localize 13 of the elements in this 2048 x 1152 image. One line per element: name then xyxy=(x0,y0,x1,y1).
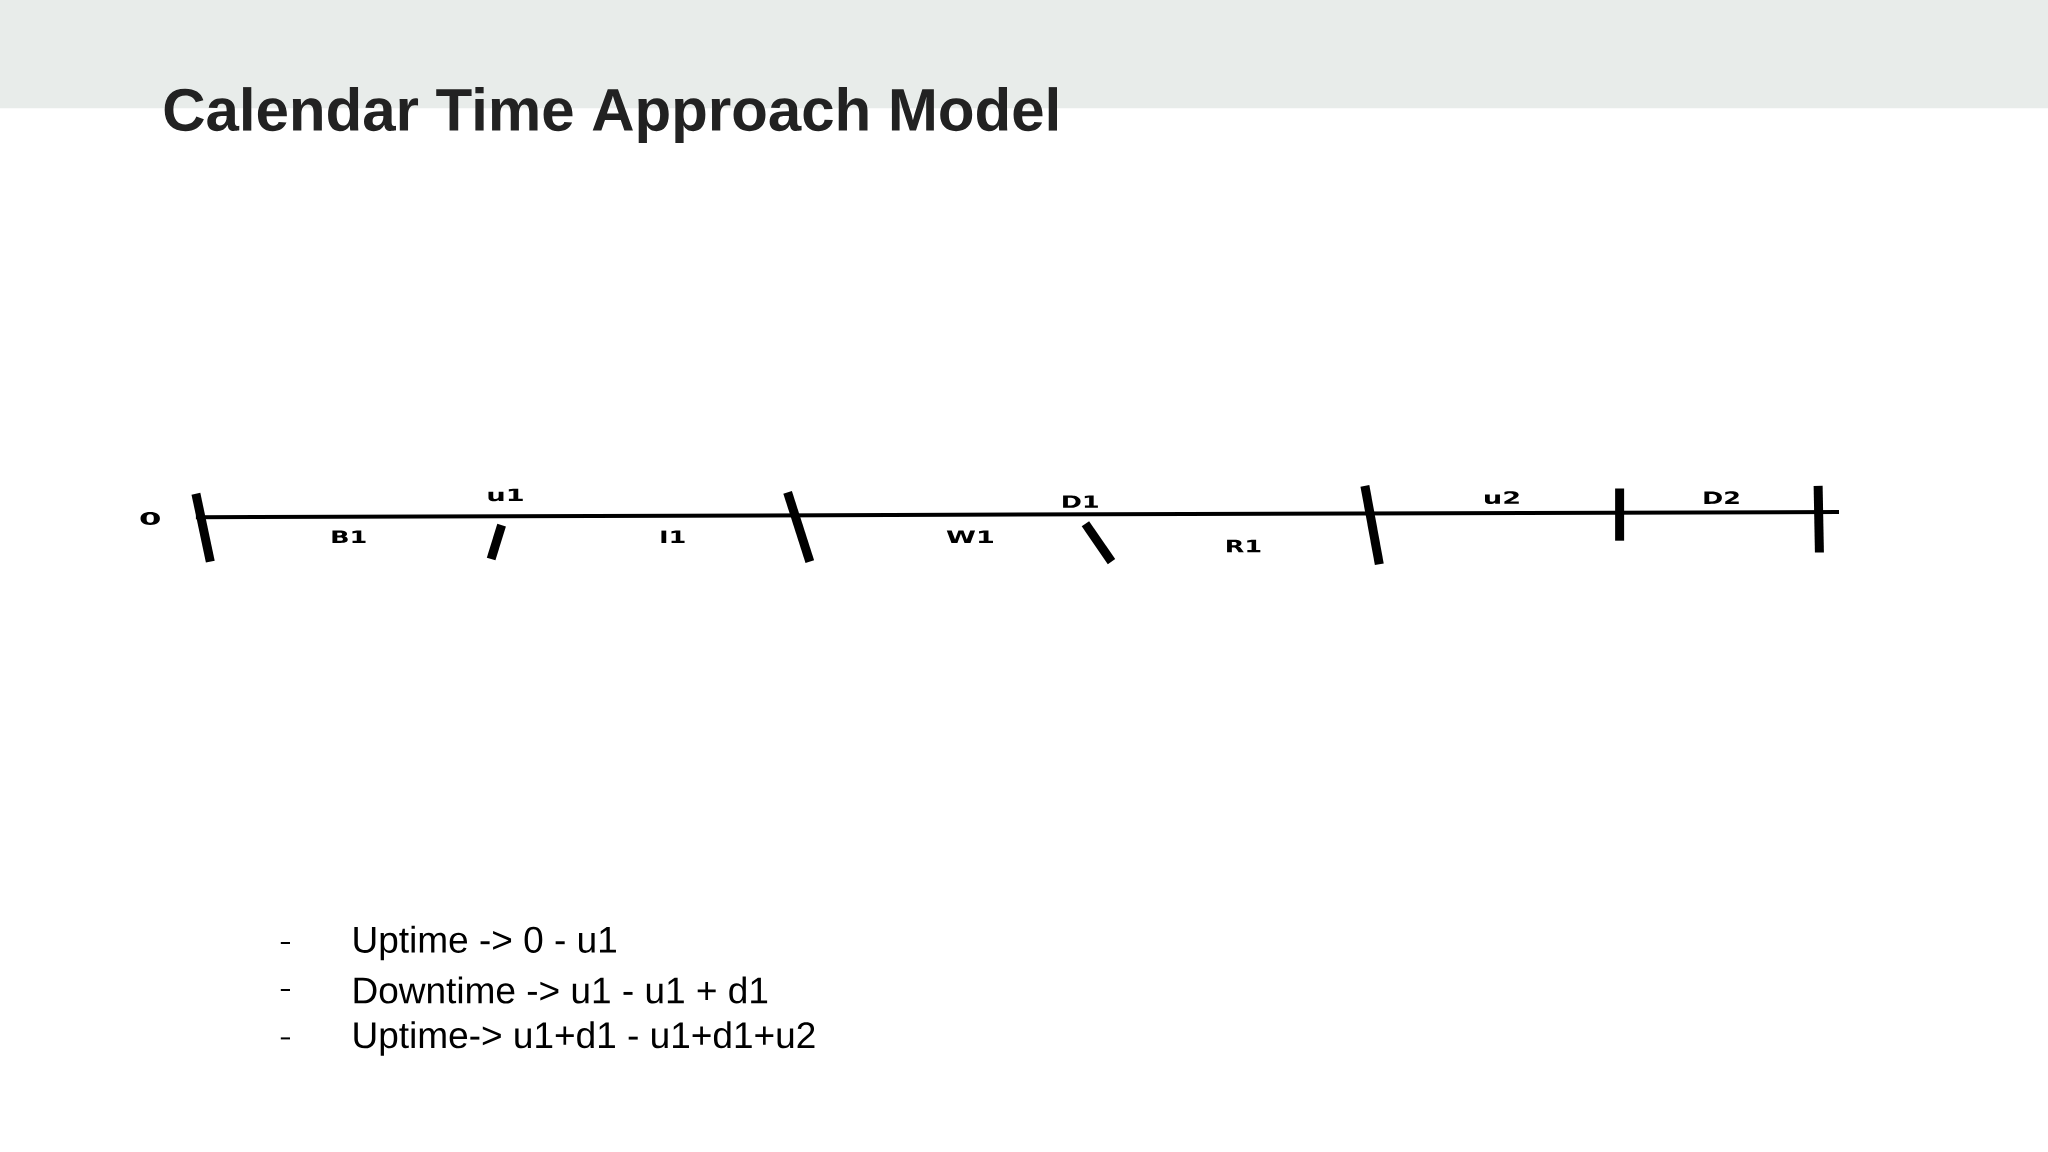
timeline-label: I1 xyxy=(661,530,685,543)
timeline-label: D2 xyxy=(1704,491,1739,504)
timeline-label: u2 xyxy=(1485,491,1519,504)
title: Calendar Time Approach Model xyxy=(164,87,1057,144)
timeline-label: D1 xyxy=(1063,495,1098,508)
bullet-text: Uptime -> 0 - u1 xyxy=(354,925,616,961)
bullet-text: Uptime-> u1+d1 - u1+d1+u2 xyxy=(354,1021,815,1056)
timeline-label: B1 xyxy=(332,530,366,543)
bullet-text: Downtime -> u1 - u1 + d1 xyxy=(354,976,768,1004)
timeline-label: 0 xyxy=(140,512,160,525)
timeline-label: W1 xyxy=(946,530,993,543)
timeline-label: u1 xyxy=(488,488,523,502)
timeline-label: R1 xyxy=(1227,539,1261,553)
